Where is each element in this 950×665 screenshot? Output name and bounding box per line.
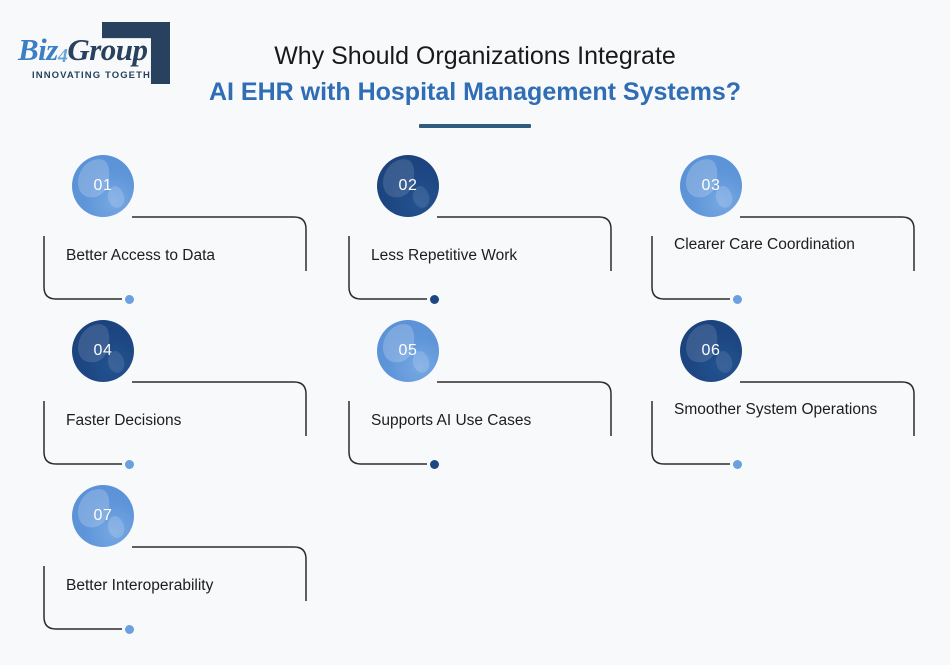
logo-tagline: INNOVATING TOGETHER: [32, 70, 167, 81]
logo-word-four: 4: [57, 45, 68, 67]
card-end-dot-icon: [125, 295, 134, 304]
card-number-badge: 03: [680, 155, 742, 217]
header: Biz4Group INNOVATING TOGETHER Why Should…: [0, 0, 950, 135]
card-label: Smoother System Operations: [674, 401, 878, 418]
card-label: Faster Decisions: [66, 412, 182, 429]
card-number-text: 05: [398, 342, 418, 359]
card-end-dot-icon: [430, 295, 439, 304]
card-number-badge: 02: [377, 155, 439, 217]
card-label: Supports AI Use Cases: [371, 412, 532, 429]
logo-word-group: Group: [67, 32, 148, 67]
card-end-dot-icon: [430, 460, 439, 469]
card-number-badge: 05: [377, 320, 439, 382]
card-label: Less Repetitive Work: [371, 247, 518, 264]
card-number-text: 06: [701, 342, 721, 359]
card-number-text: 07: [93, 507, 113, 524]
card-end-dot-icon: [125, 625, 134, 634]
title-underline-divider: [419, 124, 531, 128]
card-label: Better Interoperability: [66, 577, 214, 594]
logo-word-biz: Biz: [18, 32, 58, 67]
card-number-badge: 06: [680, 320, 742, 382]
card-label: Clearer Care Coordination: [674, 236, 855, 253]
card-number-badge: 04: [72, 320, 134, 382]
page-title-line-2: AI EHR with Hospital Management Systems?: [208, 78, 742, 106]
page-title-line-1: Why Should Organizations Integrate: [274, 42, 676, 70]
card-number-text: 03: [701, 177, 721, 194]
card-end-dot-icon: [733, 460, 742, 469]
page-title: Why Should Organizations Integrate AI EH…: [0, 40, 950, 128]
card-number-text: 02: [398, 177, 418, 194]
card-number-text: 04: [93, 342, 113, 359]
card-number-badge: 01: [72, 155, 134, 217]
brand-logo: Biz4Group INNOVATING TOGETHER: [18, 16, 178, 88]
card-number-text: 01: [93, 177, 113, 194]
logo-wordmark: Biz4Group: [18, 34, 148, 72]
card-label: Better Access to Data: [66, 247, 216, 264]
card-number-badge: 07: [72, 485, 134, 547]
card-end-dot-icon: [125, 460, 134, 469]
card-end-dot-icon: [733, 295, 742, 304]
